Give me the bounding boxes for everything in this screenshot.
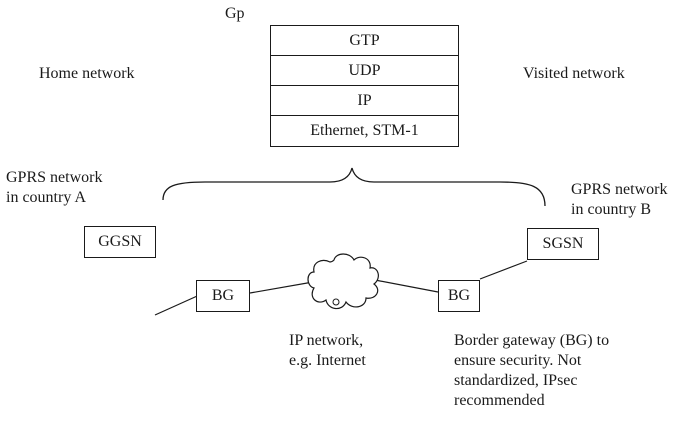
interface-label: Gp [225, 5, 245, 22]
stack-layer-udp: UDP [271, 56, 458, 86]
ip-network-label-line2: e.g. Internet [289, 352, 366, 369]
bg-right-node: BG [438, 280, 480, 312]
bg-left-node: BG [196, 280, 250, 312]
network-a-label-line1: GPRS network [6, 169, 103, 186]
home-network-label: Home network [39, 65, 135, 82]
network-b-label-line1: GPRS network [571, 181, 668, 198]
ggsn-node: GGSN [84, 226, 156, 258]
network-b-label-line2: in country B [571, 201, 651, 218]
stack-layer-ethernet: Ethernet, STM-1 [310, 122, 419, 139]
bg-note-line2: ensure security. Not [454, 352, 582, 369]
sgsn-node: SGSN [527, 228, 599, 260]
brace [162, 167, 546, 207]
link-cloud-bg [374, 279, 439, 293]
bg-note-line3: standardized, IPsec [454, 372, 578, 389]
ip-cloud-icon [307, 253, 379, 310]
stack-layer-ip: IP [271, 86, 458, 116]
stack-layer-gtp: GTP [271, 26, 458, 56]
link-bg-sgsn [479, 260, 528, 280]
bg-note-line1: Border gateway (BG) to [454, 332, 610, 349]
protocol-stack: GTP UDP IP Ethernet, STM-1 [270, 25, 459, 147]
ip-network-label-line1: IP network, [289, 332, 364, 349]
bg-note-line4: recommended [454, 392, 545, 409]
visited-network-label: Visited network [523, 65, 625, 82]
network-a-label-line2: in country A [6, 189, 86, 206]
link-bg-cloud [249, 281, 314, 294]
